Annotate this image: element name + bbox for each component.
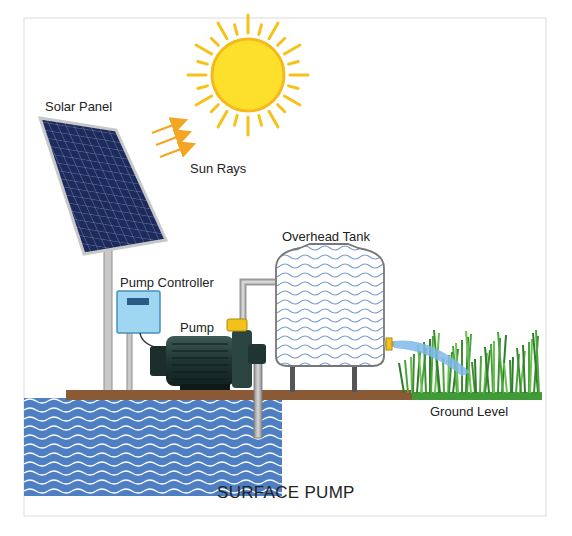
grass-blade (517, 348, 521, 393)
grass-blade (405, 360, 408, 393)
motor-fin (172, 372, 228, 373)
controller-stand (127, 332, 132, 397)
sun-ray (278, 38, 285, 45)
caption: SURFACE PUMP (217, 484, 355, 503)
water-source (24, 398, 282, 496)
grass-blade (491, 344, 493, 393)
sun-ray-arrows (152, 120, 194, 157)
sun-ray (211, 38, 218, 45)
grass-blade (512, 357, 513, 393)
sun-ray (247, 15, 250, 33)
sun-ray (198, 62, 208, 65)
sun-ray (269, 111, 278, 127)
controller-cable (140, 333, 160, 348)
sun-ray (247, 117, 250, 135)
sun-ray (284, 45, 300, 54)
grass-blade (399, 363, 404, 393)
grass-blade (480, 356, 481, 393)
grass-blade (485, 347, 489, 393)
sun-ray (278, 105, 285, 112)
sun-ray (235, 25, 238, 35)
sun-ray (235, 116, 238, 126)
water-spray (394, 340, 470, 376)
valve (227, 319, 247, 331)
part-label: Overhead Tank (282, 230, 370, 244)
grass-blade (475, 359, 476, 393)
grass-blade (434, 330, 439, 393)
grass-blade (431, 336, 433, 393)
overhead-tank (276, 244, 384, 392)
sun-ray (289, 62, 299, 65)
grass-blade (411, 357, 412, 393)
pump-controller (117, 291, 160, 333)
grass-blade (413, 354, 414, 393)
controller-display (127, 298, 149, 305)
outlet-valve (386, 338, 392, 350)
motor-fin (172, 365, 228, 366)
motor-fin (172, 358, 228, 359)
grass-ground (412, 392, 542, 400)
solar-panel (40, 118, 166, 254)
sun-ray (218, 111, 227, 127)
grass-blade (530, 339, 532, 393)
grass-blade (437, 361, 440, 393)
sun-ray (218, 23, 227, 39)
sun-ray (196, 45, 212, 54)
grass-blade (504, 363, 507, 393)
grass-blade (466, 331, 471, 393)
motor-fin (172, 379, 228, 380)
sun-ray (259, 25, 262, 35)
sun-ray (188, 74, 206, 77)
grass-blade (510, 360, 511, 393)
sun-ray (198, 86, 208, 89)
panel-pole (104, 232, 112, 397)
sun-ray (211, 105, 218, 112)
delivery-pipe-shine (243, 282, 276, 330)
frame (24, 18, 546, 516)
motor-fin (172, 344, 228, 345)
grass-blade (523, 345, 525, 393)
sun-ray (269, 23, 278, 39)
grass (399, 330, 539, 393)
sun-ray (259, 116, 262, 126)
part-label: Solar Panel (45, 100, 112, 114)
sun-ray (196, 96, 212, 105)
part-label: Ground Level (430, 405, 508, 419)
sun-ray (290, 74, 308, 77)
grass-blade (493, 341, 495, 393)
motor-fin (172, 351, 228, 352)
sun-ray (289, 86, 299, 89)
sun-ray (284, 96, 300, 105)
suction-pipe (254, 360, 262, 438)
part-label: Pump (180, 321, 214, 335)
delivery-pipe (243, 282, 276, 330)
grass-blade (536, 330, 539, 393)
grass-blade (498, 332, 503, 393)
pump (150, 330, 266, 390)
ground-strip (66, 390, 412, 400)
part-label: Pump Controller (120, 276, 214, 290)
part-label: Sun Rays (190, 162, 246, 176)
sun (188, 15, 308, 135)
